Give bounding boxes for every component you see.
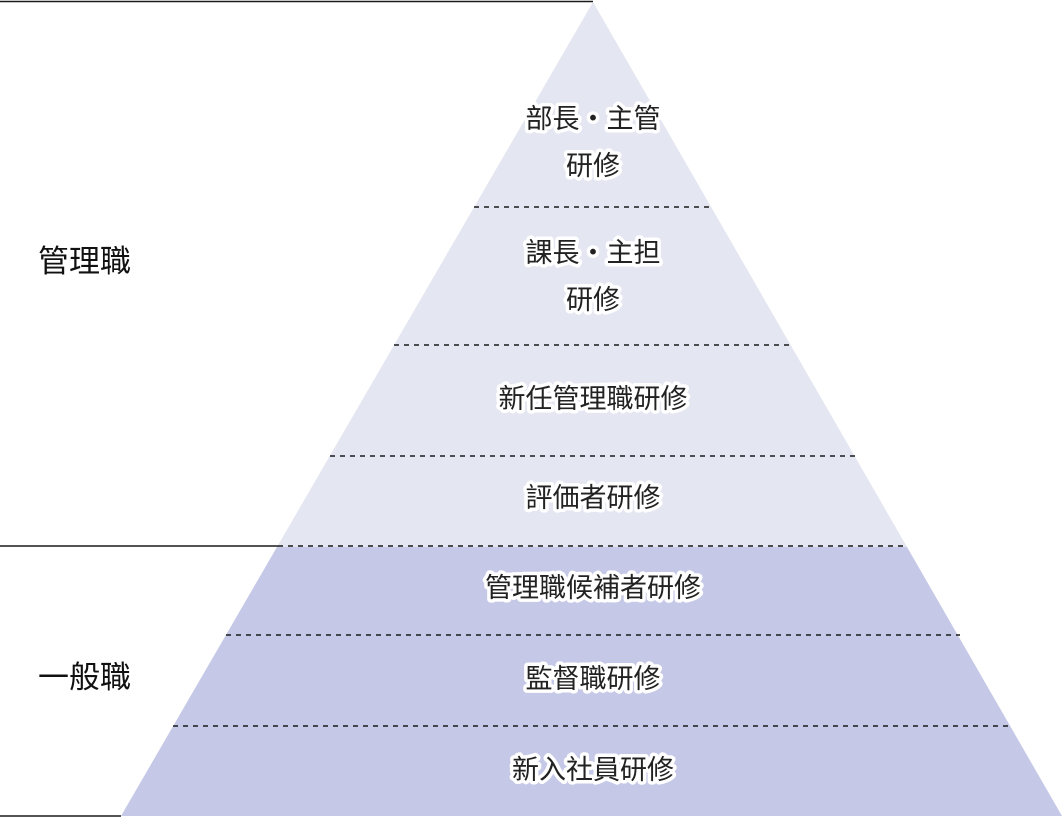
general-band — [121, 547, 1062, 816]
tier-label-line: 新任管理職研修 — [499, 384, 688, 415]
tier-label-section-chief: 課長・主担 — [526, 238, 661, 269]
tier-label-line: 研修 — [566, 285, 620, 316]
group-rules — [0, 0, 593, 817]
tier-labels: 部長・主管 研修 課長・主担 研修 新任管理職研修 評価者研修 管理職候補者研修… — [482, 100, 705, 789]
group-label-general: 一般職 — [38, 660, 131, 696]
tier-label-line: 研修 — [566, 151, 620, 182]
management-band — [121, 2, 1062, 547]
tier-label-line: 管理職候補者研修 — [485, 573, 701, 604]
tier-label-new-employee: 新入社員研修 — [512, 755, 674, 786]
tier-label-evaluator: 評価者研修 — [526, 483, 661, 514]
tier-label-line: 評価者研修 — [526, 483, 661, 514]
group-label-management: 管理職 — [38, 244, 131, 280]
tier-label-line: 部長・主管 — [526, 104, 661, 135]
tier-dividers — [173, 206, 1012, 727]
tier-label-new-manager: 新任管理職研修 — [499, 384, 688, 415]
tier-label-director: 部長・主管 — [526, 104, 661, 135]
group-labels: 管理職 一般職 — [38, 244, 131, 696]
tier-label-supervisor: 監督職研修 — [526, 664, 661, 695]
tier-label-line: 監督職研修 — [526, 664, 661, 695]
tier-label-line: 課長・主担 — [526, 238, 661, 269]
tier-label-line: 新入社員研修 — [512, 755, 674, 786]
tier-label-manager-candidate: 管理職候補者研修 — [485, 573, 701, 604]
tier-label-section-chief-sub: 研修 — [566, 285, 620, 316]
tier-label-director-sub: 研修 — [566, 151, 620, 182]
